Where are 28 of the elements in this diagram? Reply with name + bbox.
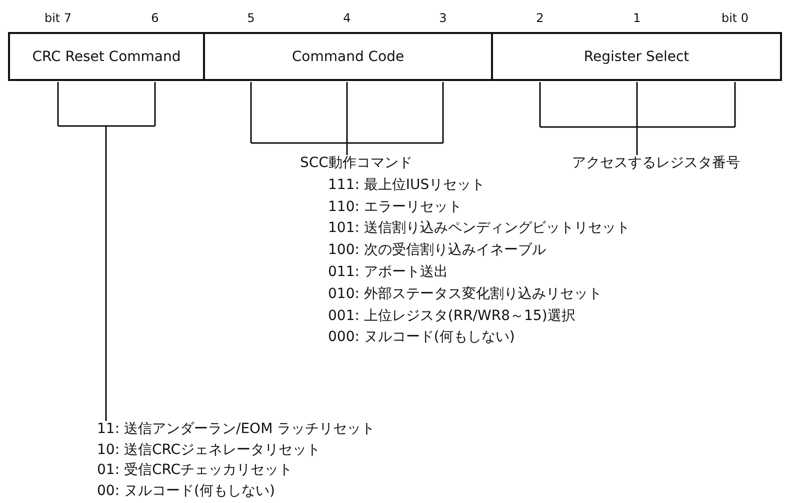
bit-number: 5 <box>247 10 255 27</box>
description-text: 110: エラーリセット <box>328 198 462 216</box>
description-text: 010: 外部ステータス変化割り込みリセット <box>328 284 602 303</box>
description-text: 10: 送信CRCジェネレータリセット <box>97 440 321 458</box>
bit-number: 6 <box>151 10 159 27</box>
bit-number: 4 <box>343 10 351 27</box>
description-text: 11: 送信アンダーラン/EOM ラッチリセット <box>97 420 376 438</box>
description-text: アクセスするレジスタ番号 <box>572 154 740 172</box>
description-text: 100: 次の受信割り込みイネーブル <box>328 241 546 260</box>
bracket-line <box>250 81 444 156</box>
bit-number: bit 7 <box>44 10 72 27</box>
description-text: 111: 最上位IUSリセット <box>328 176 486 194</box>
bit-number: 2 <box>536 10 544 27</box>
description-text: 001: 上位レジスタ(RR/WR8～15)選択 <box>328 306 576 325</box>
heading-text: SCC動作コマンド <box>300 154 412 172</box>
bit-number: 1 <box>633 10 641 27</box>
bracket-line <box>539 81 736 156</box>
bit-number: bit 0 <box>721 10 749 27</box>
description-text: 000: ヌルコード(何もしない) <box>328 328 515 346</box>
register-field: CRC Reset Command <box>8 32 205 81</box>
bit-number: 3 <box>439 10 447 27</box>
register-field: Register Select <box>491 32 782 81</box>
register-field: Command Code <box>203 32 493 81</box>
description-text: 101: 送信割り込みペンディングビットリセット <box>328 219 630 238</box>
description-text: 01: 受信CRCチェッカリセット <box>97 461 293 479</box>
description-text: 011: アボート送出 <box>328 263 448 281</box>
description-text: 00: ヌルコード(何もしない) <box>97 482 275 500</box>
bracket-line <box>57 81 156 422</box>
